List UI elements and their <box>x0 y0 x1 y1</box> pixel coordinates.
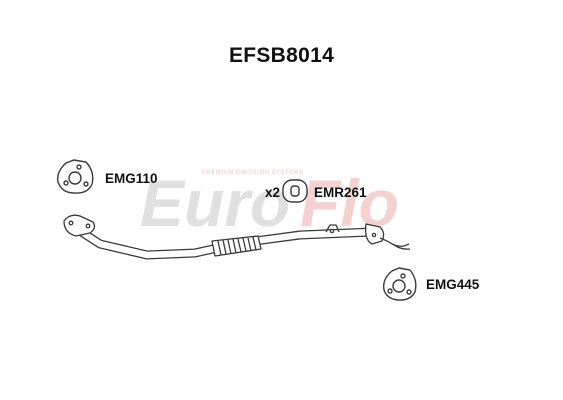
quantity-label-emr261: x2 <box>265 185 281 200</box>
front-pipe-icon <box>63 214 411 260</box>
product-title: EFSB8014 <box>228 44 335 67</box>
watermark-tagline: PREMIUM EMISSION SYSTEMS <box>202 170 304 176</box>
rubber-mount-emr261-icon <box>282 179 308 203</box>
gasket-emg110-icon <box>56 159 94 194</box>
gasket-emg445-icon <box>382 267 417 301</box>
watermark-brand-flo: Flo <box>300 166 399 240</box>
part-label-emr261: EMR261 <box>314 185 367 200</box>
part-label-emg445: EMG445 <box>426 277 480 292</box>
watermark-brand-euro: Euro <box>140 166 290 240</box>
hanger-bracket <box>325 224 340 233</box>
sensor-wire <box>379 237 410 247</box>
part-label-emg110: EMG110 <box>105 171 158 186</box>
flex-section <box>211 235 262 257</box>
front-flange <box>63 214 96 237</box>
euroflo-watermark: Euro Flo PREMIUM EMISSION SYSTEMS <box>140 166 399 240</box>
